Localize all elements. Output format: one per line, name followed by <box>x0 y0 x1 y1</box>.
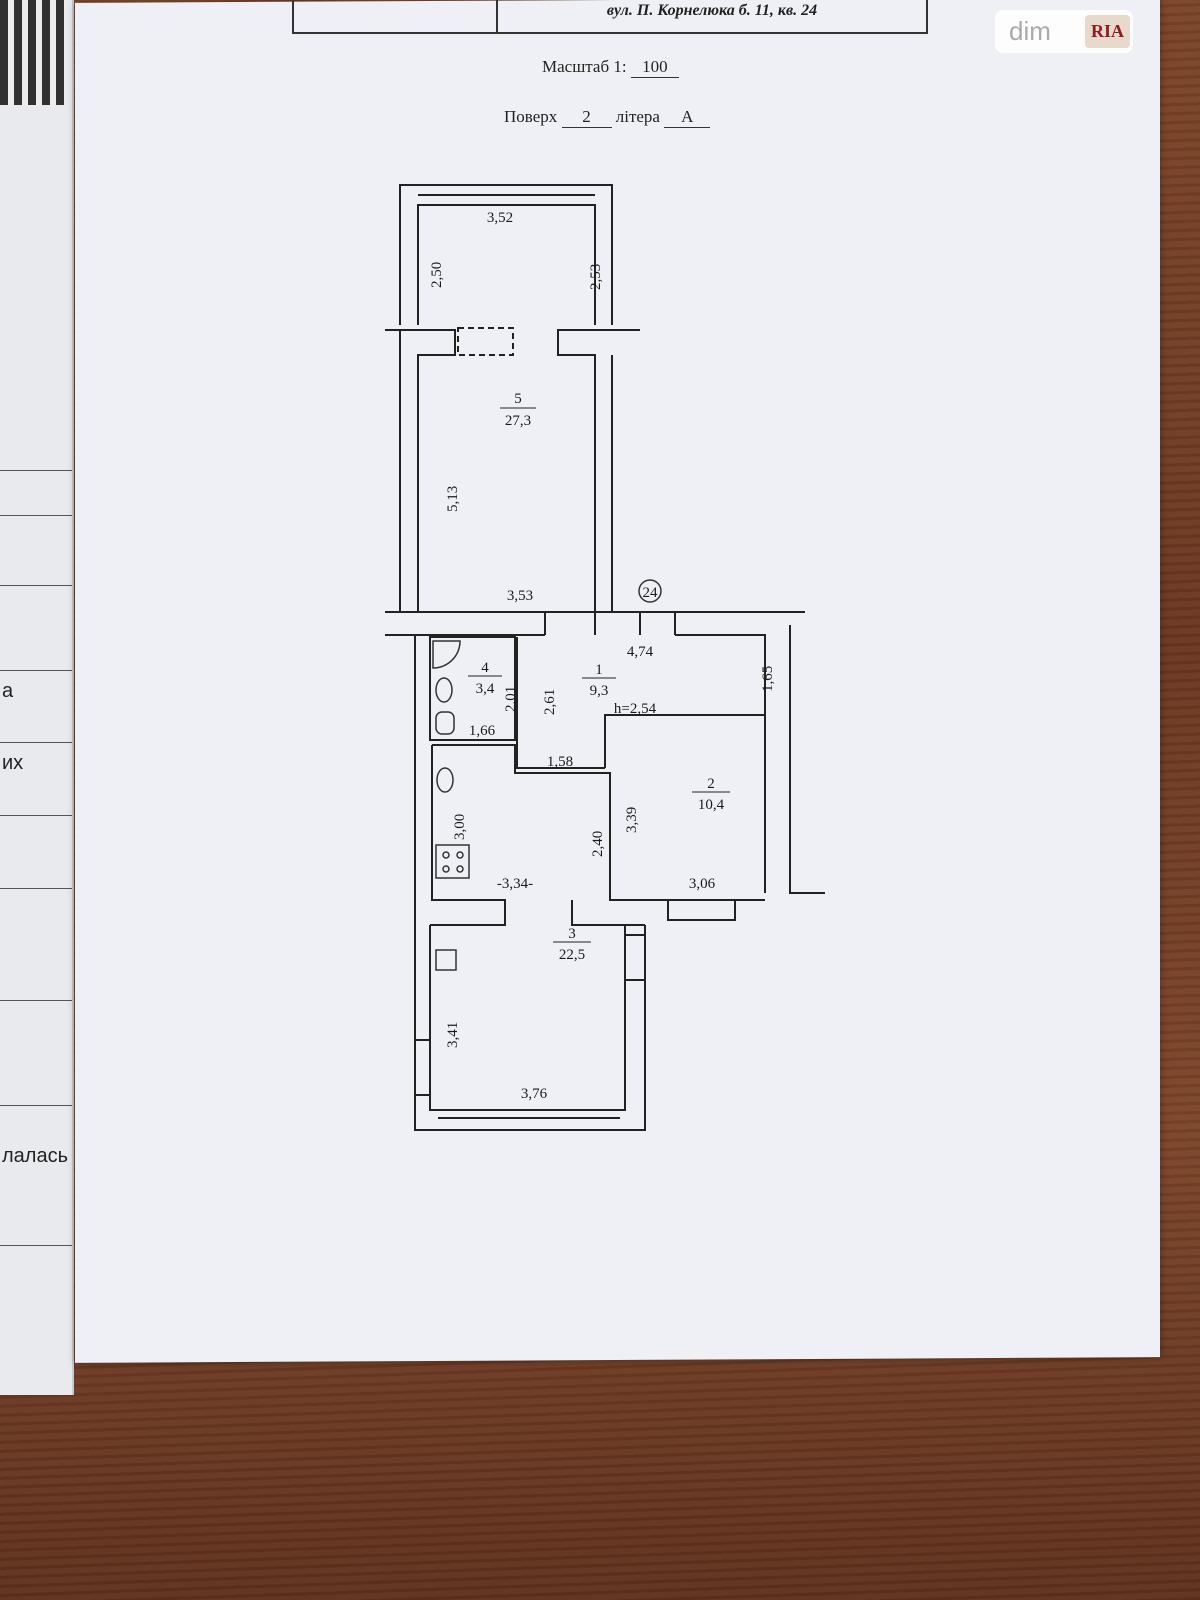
header-table: вул. П. Корнелюка б. 11, кв. 24 <box>292 0 928 34</box>
page-fragment-text: а <box>2 680 14 702</box>
room5-left-wall <box>385 329 456 612</box>
dimension-label: 3,41 <box>445 1022 461 1048</box>
dimension-label: 1,65 <box>760 666 776 692</box>
sink-icon <box>435 677 453 703</box>
scale-value: 100 <box>630 57 679 78</box>
dim-ria-watermark: dim RIA <box>995 10 1133 53</box>
room1-walls <box>516 637 605 769</box>
toilet-icon <box>435 711 455 735</box>
letter-label-text: літера <box>615 107 660 126</box>
rule-line <box>0 888 72 889</box>
dimension-label: 2,50 <box>429 262 445 288</box>
rule-line <box>0 670 72 671</box>
dimension-label: 3,39 <box>624 807 640 833</box>
adjacent-document-page: а их лалась <box>0 0 74 1395</box>
burner <box>456 851 464 859</box>
left-outer-wall <box>414 635 646 1131</box>
room3-side-window <box>415 1039 430 1096</box>
burner <box>456 865 464 873</box>
room5-right-wall <box>557 329 640 612</box>
dimension-label: 3,00 <box>452 814 468 840</box>
dimension-label: 1,58 <box>547 754 573 770</box>
scale-label-text: Масштаб 1: <box>542 57 627 76</box>
room2-window <box>667 900 736 921</box>
entrance-door <box>544 612 676 635</box>
bathroom-walls <box>429 636 516 741</box>
room3-right-window <box>625 934 645 981</box>
rule-line <box>0 1245 72 1246</box>
burner <box>442 865 450 873</box>
room-area: 22,5 <box>559 947 585 963</box>
balcony-outer-wall <box>399 184 613 325</box>
dimension-label: 4,74 <box>627 644 654 660</box>
stove-icon <box>435 844 470 879</box>
kitchen-walls <box>430 745 506 926</box>
floor-value: 2 <box>561 107 612 128</box>
room-area: 27,3 <box>505 413 531 429</box>
kitchen-sink-icon <box>436 767 454 793</box>
page-fragment-text: лалась <box>2 1145 69 1167</box>
room-area: 9,3 <box>590 683 609 699</box>
room-number: 5 <box>514 391 522 407</box>
floor-label-text: Поверх <box>504 107 558 126</box>
rule-line <box>0 470 72 471</box>
room3-inner-walls <box>429 925 626 1111</box>
room3-top-wall <box>571 900 645 926</box>
dimension-labels: 3,52 2,50 2,53 5,13 3,53 4,74 1,65 2,61 … <box>429 210 776 1102</box>
dimension-label: 5,13 <box>445 486 461 512</box>
rule-line <box>0 1000 72 1001</box>
header-cell <box>294 0 498 32</box>
rule-line <box>0 742 72 743</box>
radiator-icon <box>435 949 457 971</box>
room-area: 3,4 <box>476 681 495 697</box>
letter-value: А <box>664 107 711 128</box>
room-number: 3 <box>568 926 576 942</box>
dimension-label: 3,53 <box>507 588 533 604</box>
room-number: 4 <box>481 660 489 676</box>
dimension-label: -3,34- <box>497 876 533 892</box>
dimension-label: 2,61 <box>542 689 558 715</box>
address-cell: вул. П. Корнелюка б. 11, кв. 24 <box>606 2 818 19</box>
dimension-label: 2,40 <box>590 831 606 857</box>
kitchen-right-wall <box>432 744 765 901</box>
rule-line <box>0 515 72 516</box>
dimension-label: 1,66 <box>469 723 496 739</box>
balcony-inner-wall <box>417 204 596 325</box>
door-opening <box>457 327 514 356</box>
apartment-marker: 24 <box>643 585 659 601</box>
room-number: 2 <box>707 776 715 792</box>
rule-line <box>0 815 72 816</box>
room-area: 10,4 <box>698 797 725 813</box>
scale-label: Масштаб 1: 100 <box>542 57 679 78</box>
room2-top-wall <box>604 714 765 768</box>
dimension-label: 3,52 <box>487 210 513 226</box>
dimension-label: 2,53 <box>588 264 604 290</box>
dimension-label: 3,76 <box>521 1086 548 1102</box>
dimension-label: 3,06 <box>689 876 716 892</box>
watermark-text: dim <box>1009 16 1051 46</box>
page-fragment-text: их <box>2 752 24 774</box>
room-number: 1 <box>595 662 603 678</box>
rule-line <box>0 1105 72 1106</box>
apartment-marker-circle <box>638 579 662 603</box>
walls <box>385 184 825 1131</box>
shower-icon <box>432 640 461 669</box>
dimension-label: 2,01 <box>503 686 519 712</box>
right-outer-wall <box>789 625 825 894</box>
floor-label: Поверх 2 літера А <box>504 107 711 128</box>
ria-logo: RIA <box>1085 15 1131 48</box>
fixtures <box>432 579 662 971</box>
qr-code <box>0 0 65 105</box>
ceiling-height-label: h=2,54 <box>614 701 657 717</box>
rule-line <box>0 585 72 586</box>
room-labels: 5 27,3 1 9,3 2 10,4 3 22,5 4 3,4 <box>468 391 730 963</box>
burner <box>442 851 450 859</box>
